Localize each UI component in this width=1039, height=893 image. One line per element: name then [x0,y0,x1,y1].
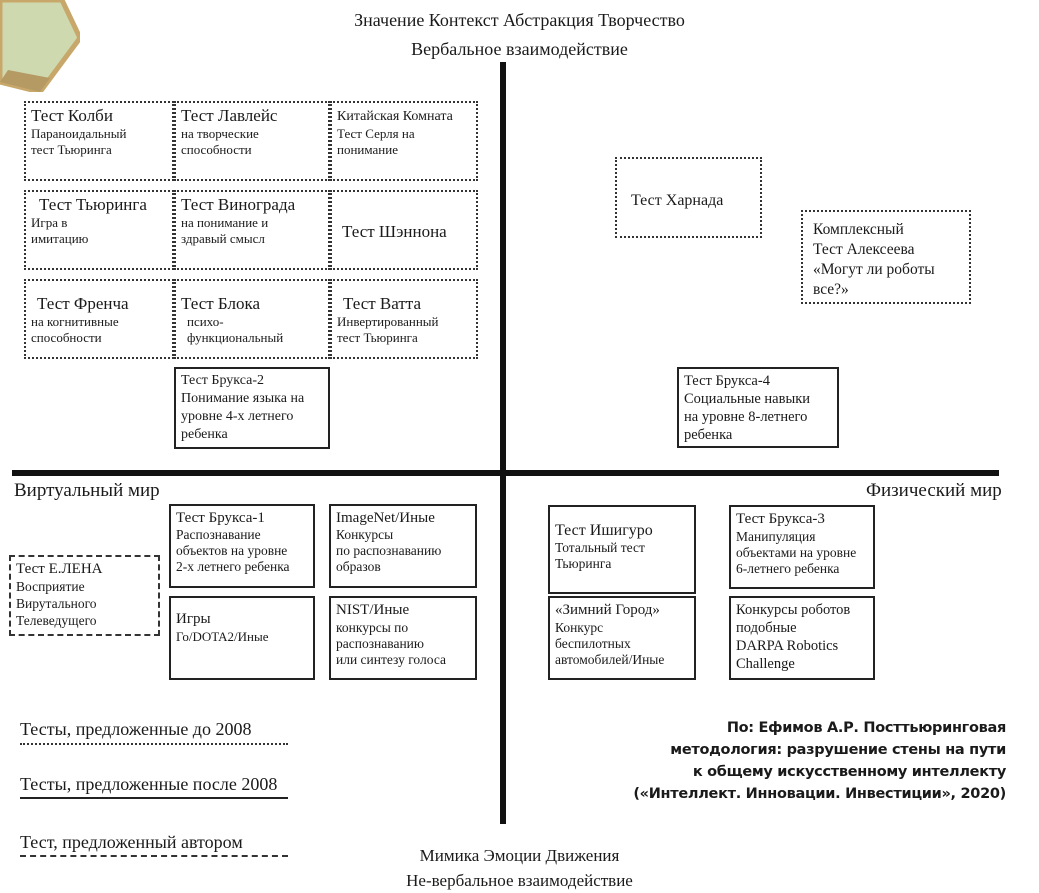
bottom-axis-concepts: Мимика Эмоции Движения [419,846,620,865]
box-subtitle: Конкурс беспилотных автомобилей/Иные [555,620,665,667]
box-subtitle: на понимание и здравый смысл [181,215,269,246]
legend-by-author: Тест, предложенный автором [20,832,243,852]
box-ishiguro-test: Тест Ишигуро Тотальный тест Тьюринга [548,505,696,594]
box-subtitle: на когнитивные способности [31,314,119,345]
legend-before-2008: Тесты, предложенные до 2008 [20,719,252,739]
corner-decoration [0,0,80,92]
legend-dotted-line [20,743,288,745]
box-subtitle: Параноидальный тест Тьюринга [31,126,127,157]
box-subtitle: Го/DOTA2/Иные [176,629,269,644]
box-subtitle: Конкурсы по распознаванию образов [336,527,442,574]
box-imagenet: ImageNet/Иные Конкурсы по распознаванию … [329,504,477,588]
box-title: Тест Винограда [181,195,296,214]
box-subtitle: Тотальный тест Тьюринга [555,540,645,571]
box-alekseev-test: Комплексный Тест Алексеева «Могут ли роб… [801,210,971,304]
bottom-axis-label: Не-вербальное взаимодействие [406,871,633,890]
horizontal-axis [12,470,999,476]
box-lovelace-test: Тест Лавлейс на творческие способности [174,101,330,181]
box-title: Тест Тьюринга [39,195,147,214]
box-title: Тест Лавлейс [181,106,278,125]
legend-solid-line [20,797,288,799]
box-title: Тест Брукса-3 [736,511,825,527]
box-title: Игры [176,611,211,627]
source-citation: По: Ефимов А.Р. Посттьюринговая методоло… [633,720,1006,802]
box-block-test: Тест Блока психо- функциональный [174,279,330,359]
box-text: Комплексный Тест Алексеева «Могут ли роб… [813,221,935,298]
box-subtitle: психо- функциональный [187,314,284,345]
box-brooks-1-test: Тест Брукса-1 Распознавание объектов на … [169,504,315,588]
box-subtitle: на творческие способности [181,126,259,157]
box-winograd-test: Тест Винограда на понимание и здравый см… [174,190,330,270]
box-watt-test: Тест Ватта Инвертированный тест Тьюринга [330,279,478,359]
box-nist: NIST/Иные конкурсы по распознаванию или … [329,596,477,680]
box-brooks-2-test: Тест Брукса-2 Понимание языка на уровне … [174,367,330,449]
box-darpa: Конкурсы роботов подобные DARPA Robotics… [729,596,875,680]
box-title: Тест Брукса-1 [176,510,265,526]
legend-dashed-line [20,855,288,857]
box-title: ImageNet/Иные [336,510,435,526]
right-axis-label: Физический мир [866,480,1002,501]
left-axis-label: Виртуальный мир [14,480,160,501]
box-title: Китайская Комната [337,109,453,124]
box-title: Тест Блока [181,294,260,313]
box-shannon-test: Тест Шэннона [330,190,478,270]
box-french-test: Тест Френча на когнитивные способности [24,279,174,359]
box-title: Тест Ватта [343,294,421,313]
box-colby-test: Тест Колби Параноидальный тест Тьюринга [24,101,174,181]
legend-after-2008: Тесты, предложенные после 2008 [20,774,278,794]
box-title: Тест Колби [31,106,113,125]
vertical-axis [500,62,506,824]
box-subtitle: Игра в имитацию [31,215,89,246]
box-subtitle: Инвертированный тест Тьюринга [337,314,439,345]
box-title: Тест Е.ЛЕНА [16,561,103,577]
box-title: Тест Френча [37,294,129,313]
box-turing-test: Тест Тьюринга Игра в имитацию [24,190,174,270]
box-subtitle: Тест Серля на понимание [337,126,415,157]
top-axis-label: Вербальное взаимодействие [411,39,628,59]
box-harnad-test: Тест Харнада [615,157,762,238]
top-axis-concepts: Значение Контекст Абстракция Творчество [354,10,685,30]
box-elena-test: Тест Е.ЛЕНА Восприятие Вирутального Теле… [9,555,160,636]
box-subtitle: Восприятие Вирутального Телеведущего [16,579,97,628]
box-brooks-4-test: Тест Брукса-4 Социальные навыки на уровн… [677,367,839,448]
box-title: Тест Харнада [631,192,724,209]
box-subtitle: Распознавание объектов на уровне 2-х лет… [176,527,290,574]
box-subtitle: Манипуляция объектами на уровне 6-летнег… [736,529,857,576]
box-title: NIST/Иные [336,602,410,618]
box-title: Тест Шэннона [342,222,447,241]
box-subtitle: конкурсы по распознаванию или синтезу го… [336,620,446,667]
box-games: Игры Го/DOTA2/Иные [169,596,315,680]
box-chinese-room: Китайская Комната Тест Серля на понимани… [330,101,478,181]
box-title: «Зимний Город» [555,602,660,618]
box-brooks-3-test: Тест Брукса-3 Манипуляция объектами на у… [729,505,875,589]
box-winter-city: «Зимний Город» Конкурс беспилотных автом… [548,596,696,680]
box-text: Конкурсы роботов подобные DARPA Robotics… [736,602,851,672]
box-text: Тест Брукса-4 Социальные навыки на уровн… [684,373,811,443]
box-text: Тест Брукса-2 Понимание языка на уровне … [181,373,305,442]
box-title: Тест Ишигуро [555,522,653,539]
